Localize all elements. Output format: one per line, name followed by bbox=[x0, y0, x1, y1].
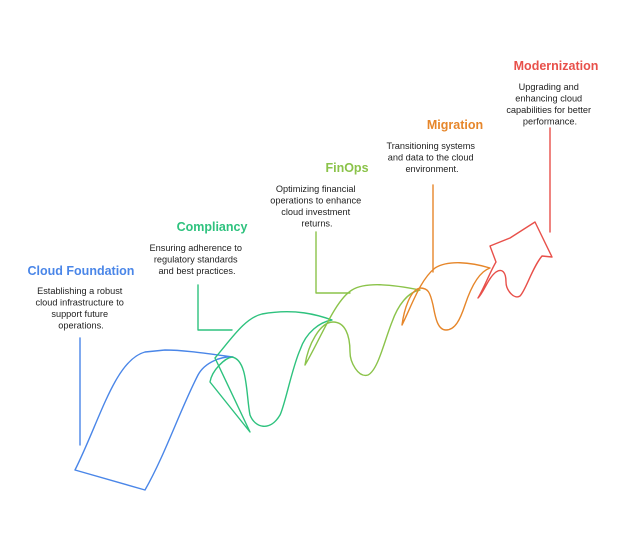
compliancy-desc-line: Ensuring adherence to bbox=[149, 243, 241, 253]
cloud-foundation-desc-line: operations. bbox=[58, 321, 103, 331]
cloud-foundation-desc-line: support future bbox=[51, 309, 108, 319]
finops-title: FinOps bbox=[325, 161, 368, 175]
compliancy-connector bbox=[197, 284, 233, 331]
cloud-foundation-ribbon bbox=[74, 349, 234, 491]
finops-desc-line: Optimizing financial bbox=[276, 184, 356, 194]
migration-desc-line: Transitioning systems bbox=[386, 141, 475, 151]
finops-desc-line: returns. bbox=[301, 219, 332, 229]
cloud-foundation-description: Establishing a robust cloud infrastructu… bbox=[36, 286, 127, 331]
cloud-foundation-desc-line: Establishing a robust bbox=[37, 286, 123, 296]
finops-description: Optimizing financial operations to enhan… bbox=[270, 184, 364, 229]
modernization-desc-line: enhancing cloud bbox=[515, 94, 582, 104]
compliancy-description: Ensuring adherence to regulatory standar… bbox=[149, 243, 244, 276]
compliancy-title: Compliancy bbox=[177, 220, 248, 234]
migration-ribbon bbox=[401, 262, 491, 331]
stage-cloud-foundation: Cloud Foundation Establishing a robust c… bbox=[28, 264, 234, 491]
finops-desc-line: operations to enhance bbox=[270, 196, 361, 206]
compliancy-desc-line: regulatory standards bbox=[154, 255, 238, 265]
migration-desc-line: environment. bbox=[405, 164, 458, 174]
modernization-desc-line: capabilities for better bbox=[506, 105, 591, 115]
modernization-title: Modernization bbox=[514, 59, 599, 73]
stage-compliancy: Compliancy Ensuring adherence to regulat… bbox=[149, 220, 333, 433]
compliancy-desc-line: and best practices. bbox=[158, 266, 235, 276]
modernization-desc-line: performance. bbox=[523, 117, 577, 127]
migration-desc-line: and data to the cloud bbox=[388, 153, 474, 163]
cloud-foundation-title: Cloud Foundation bbox=[28, 264, 135, 278]
modernization-desc-line: Upgrading and bbox=[519, 82, 579, 92]
modernization-description: Upgrading and enhancing cloud capabiliti… bbox=[506, 82, 593, 127]
finops-connector bbox=[315, 231, 351, 294]
cloud-foundation-desc-line: cloud infrastructure to bbox=[36, 298, 124, 308]
stage-finops: FinOps Optimizing financial operations t… bbox=[270, 161, 421, 376]
modernization-arrow bbox=[477, 221, 553, 299]
stage-modernization: Modernization Upgrading and enhancing cl… bbox=[477, 59, 599, 299]
migration-description: Transitioning systems and data to the cl… bbox=[386, 141, 477, 174]
finops-desc-line: cloud investment bbox=[281, 207, 350, 217]
migration-title: Migration bbox=[427, 118, 483, 132]
compliancy-ribbon bbox=[209, 311, 333, 433]
stage-migration: Migration Transitioning systems and data… bbox=[386, 118, 491, 331]
finops-ribbon bbox=[304, 284, 421, 376]
